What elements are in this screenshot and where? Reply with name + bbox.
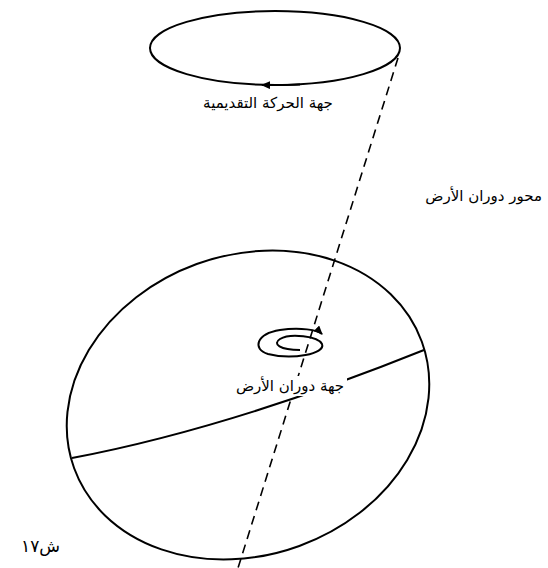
earth-outline [23, 201, 473, 568]
precession-circle [150, 11, 400, 85]
rotation-axis [238, 58, 398, 568]
rotation-arrow [258, 329, 322, 357]
precession-arrow [262, 84, 300, 86]
equator [72, 350, 424, 458]
axis-label: محور دوران الأرض [422, 186, 545, 206]
rotation-direction-label: جهة دوران الأرض [233, 376, 347, 396]
figure-number: ش١٧ [18, 535, 63, 557]
precession-direction-label: جهة الحركة التقديمية [200, 93, 336, 113]
